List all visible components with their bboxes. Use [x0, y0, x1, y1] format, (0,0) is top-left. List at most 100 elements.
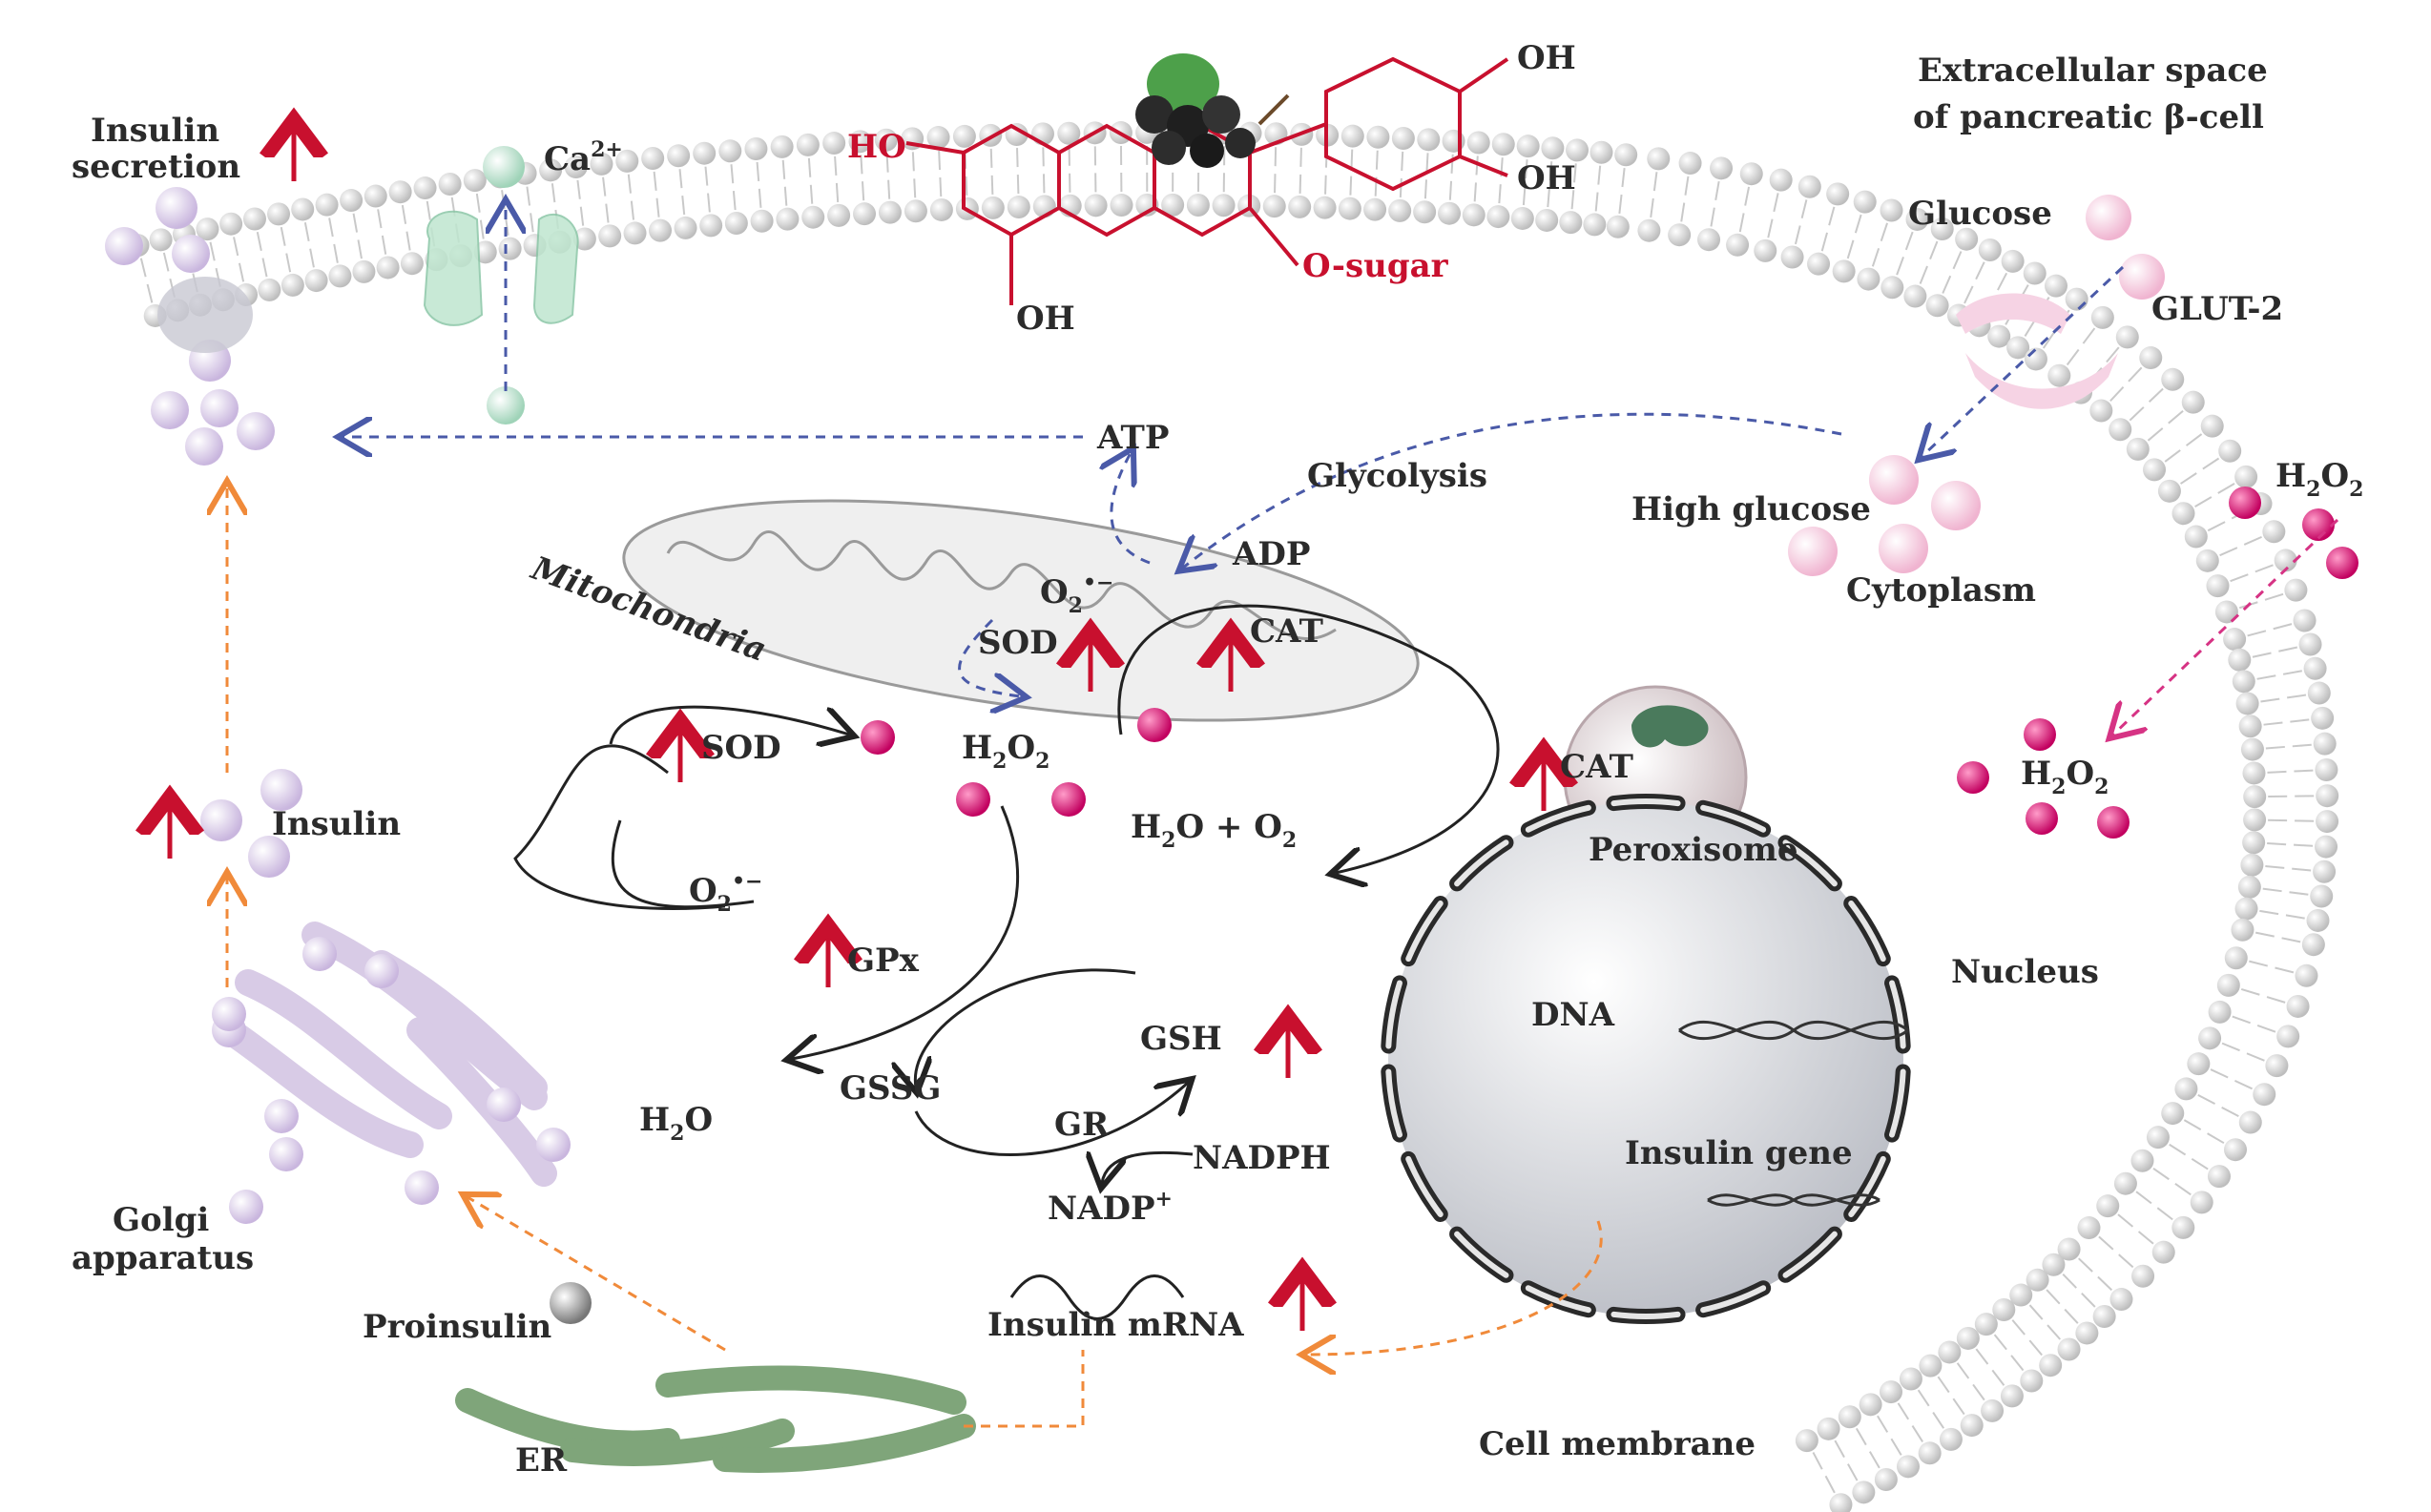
- lipid-head: [2265, 1054, 2289, 1078]
- lipid-tail: [2266, 996, 2286, 1004]
- lipid-tail: [2289, 891, 2309, 896]
- gr-label: GR: [1054, 1106, 1110, 1144]
- insulin-secretion-label-2: secretion: [72, 148, 240, 186]
- lipid-tail: [1880, 222, 1889, 242]
- lipid-tail: [2294, 769, 2314, 773]
- lipid-tail: [233, 237, 239, 257]
- lipid-head: [196, 217, 219, 241]
- lipid-head: [1769, 168, 1793, 192]
- lipid-tail: [2062, 1274, 2077, 1289]
- lipid-tail: [809, 184, 814, 204]
- lipid-head: [2274, 549, 2297, 572]
- lipid-tail: [965, 176, 968, 196]
- lipid-head: [2240, 853, 2264, 877]
- vesicle-fusion: [157, 277, 253, 353]
- lipid-tail: [1350, 149, 1354, 169]
- lipid-head: [1832, 259, 1856, 283]
- lipid-head: [2206, 574, 2230, 598]
- nuclear-envelope-highlight: [1385, 1068, 1402, 1138]
- lipid-head: [2214, 600, 2238, 624]
- lipid-tail: [1016, 175, 1020, 195]
- lipid-head: [699, 214, 723, 238]
- lipid-head: [1340, 124, 1364, 148]
- lipid-head: [2131, 1264, 2155, 1288]
- lipid-tail: [2207, 1132, 2225, 1145]
- lipid-tail: [2047, 1324, 2062, 1340]
- lipid-head: [1859, 1393, 1882, 1417]
- lipid-head: [498, 237, 522, 260]
- lipid-tail: [2097, 1275, 2113, 1292]
- lipid-head: [2113, 1171, 2137, 1195]
- lipid-head: [1880, 1380, 1903, 1404]
- superoxide-left-label: O2•−: [689, 869, 762, 917]
- lipid-tail: [1767, 218, 1774, 238]
- lipid-head: [1955, 227, 1979, 251]
- lipid-tail: [2246, 1052, 2265, 1062]
- glycolysis-label: Glycolysis: [1307, 457, 1487, 495]
- lipid-tail: [2234, 1079, 2253, 1090]
- lipid-head: [952, 124, 976, 148]
- insulin-label: Insulin: [272, 805, 401, 843]
- lipid-head: [2234, 897, 2258, 921]
- lipid-tail: [630, 200, 635, 220]
- lipid-tail: [2078, 1257, 2093, 1273]
- lipid-tail: [1855, 1427, 1867, 1446]
- lipid-tail: [1897, 1402, 1910, 1420]
- nuclear-envelope-highlight: [1405, 1155, 1444, 1217]
- er-label: ER: [515, 1441, 568, 1480]
- gsh-label: GSH: [1140, 1020, 1222, 1058]
- lipid-tail: [2046, 1289, 2061, 1305]
- lipid-tail: [2147, 427, 2164, 442]
- lipid-tail: [885, 153, 889, 173]
- lipid-head: [615, 149, 639, 173]
- lipid-head: [1903, 284, 1927, 308]
- lipid-tail: [280, 226, 286, 246]
- lipid-head: [1313, 196, 1337, 219]
- nuclear-envelope-highlight: [1848, 901, 1886, 963]
- lipid-tail: [1877, 1415, 1889, 1433]
- lipid-head: [2306, 908, 2330, 932]
- calcium-channel: [423, 146, 579, 425]
- lipid-tail: [1349, 176, 1353, 196]
- lipid-head: [315, 193, 339, 217]
- cell-membrane-label: Cell membrane: [1479, 1425, 1756, 1463]
- lipid-tail: [479, 219, 485, 239]
- lipid-tail: [2109, 386, 2125, 402]
- lipid-head: [2024, 347, 2047, 371]
- lipid-tail: [1917, 1389, 1930, 1407]
- golgi-vesicles: [212, 937, 571, 1224]
- cat-peroxisome-label: CAT: [1560, 748, 1633, 786]
- lipid-head: [2109, 1288, 2133, 1312]
- lipid-tail: [1834, 1440, 1845, 1459]
- lipid-tail: [309, 248, 315, 268]
- lipid-head: [1925, 294, 1949, 318]
- lipid-head: [1262, 195, 1286, 218]
- lipid-head: [1535, 208, 1559, 232]
- lipid-head: [2262, 520, 2286, 544]
- lipid-tail: [162, 252, 170, 272]
- lipid-head: [1057, 121, 1081, 145]
- lipid-head: [2187, 1052, 2211, 1076]
- lipid-tail: [758, 188, 762, 208]
- lipid-head: [352, 259, 376, 283]
- lipid-tail: [1991, 1369, 2005, 1386]
- lipid-tail: [1871, 248, 1880, 267]
- lipid-tail: [1812, 1452, 1823, 1470]
- lipid-head: [2253, 1083, 2276, 1107]
- lipid-tail: [2117, 1213, 2134, 1228]
- lipid-head: [2237, 875, 2261, 899]
- lipid-head: [2238, 715, 2262, 738]
- lipid-head: [2047, 363, 2071, 387]
- lipid-tail: [2221, 1042, 2240, 1052]
- lipid-tail: [704, 166, 709, 186]
- lipid-head: [770, 135, 794, 158]
- glucose-molecules: [1788, 195, 2165, 576]
- lipid-head: [590, 152, 613, 176]
- lipid-tail: [2011, 1319, 2026, 1336]
- adp-label: ADP: [1232, 535, 1310, 573]
- lipid-tail: [2256, 674, 2276, 680]
- lipid-head: [2139, 346, 2163, 370]
- lipid-tail: [2281, 937, 2301, 943]
- lipid-tail: [2260, 697, 2280, 703]
- lipid-tail: [1016, 148, 1019, 168]
